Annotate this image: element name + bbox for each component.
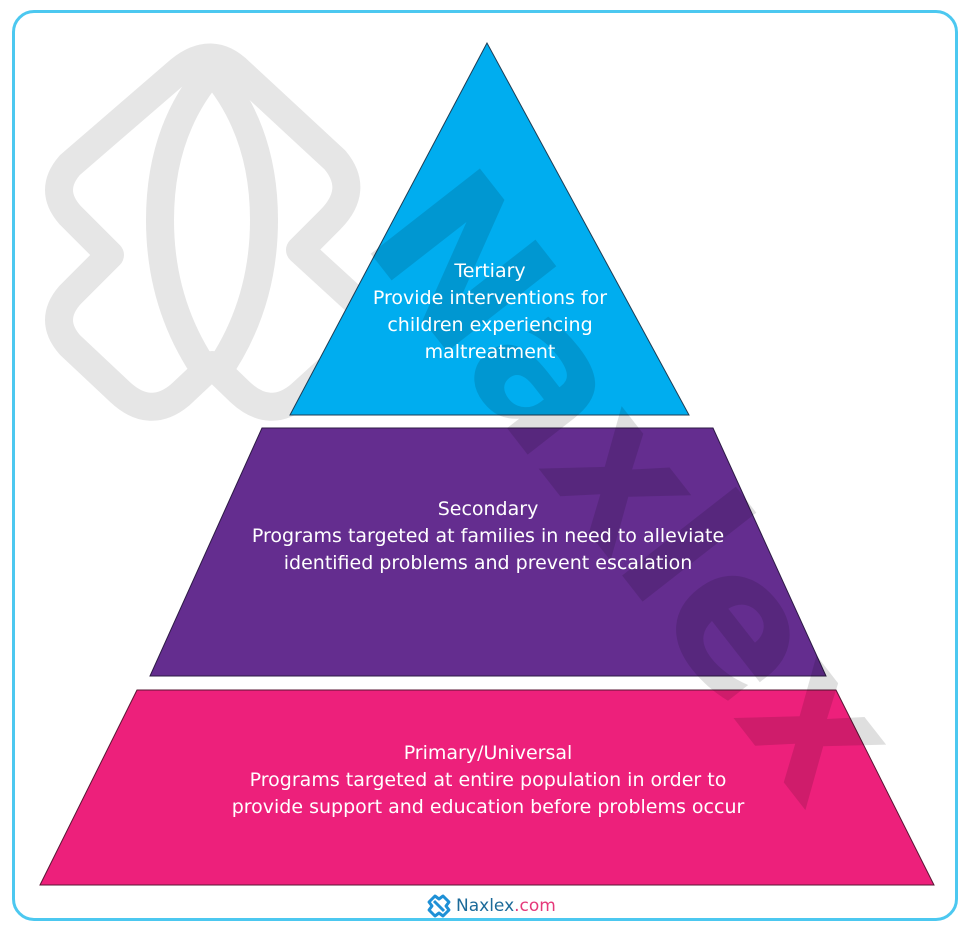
footer-brand: Naxlex.com [456, 896, 556, 916]
tertiary-title: Tertiary [454, 260, 526, 282]
footer-logo: Naxlex.com [426, 893, 556, 919]
pyramid-level-tertiary [289, 41, 690, 416]
secondary-text: Secondary Programs targeted at families … [188, 496, 788, 577]
pyramid-level-secondary [149, 427, 827, 677]
footer-brand-tld: .com [514, 896, 556, 916]
tertiary-line-2: children experiencing [387, 314, 593, 336]
footer-brand-name: Naxlex [456, 896, 515, 916]
tertiary-line-3: maltreatment [424, 341, 556, 363]
tertiary-line-1: Provide interventions for [372, 287, 608, 309]
tertiary-text: Tertiary Provide interventions for child… [340, 258, 640, 366]
secondary-line-1: Programs targeted at families in need to… [251, 525, 725, 547]
primary-title: Primary/Universal [403, 742, 573, 764]
primary-line-2: provide support and education before pro… [231, 796, 745, 818]
primary-text: Primary/Universal Programs targeted at e… [168, 740, 808, 821]
pyramid-level-primary [39, 689, 935, 886]
secondary-title: Secondary [437, 498, 539, 520]
naxlex-logo-icon [427, 894, 451, 918]
secondary-line-2: identified problems and prevent escalati… [283, 552, 693, 574]
watermark-logo-icon [45, 43, 381, 421]
primary-line-1: Programs targeted at entire population i… [249, 769, 727, 791]
